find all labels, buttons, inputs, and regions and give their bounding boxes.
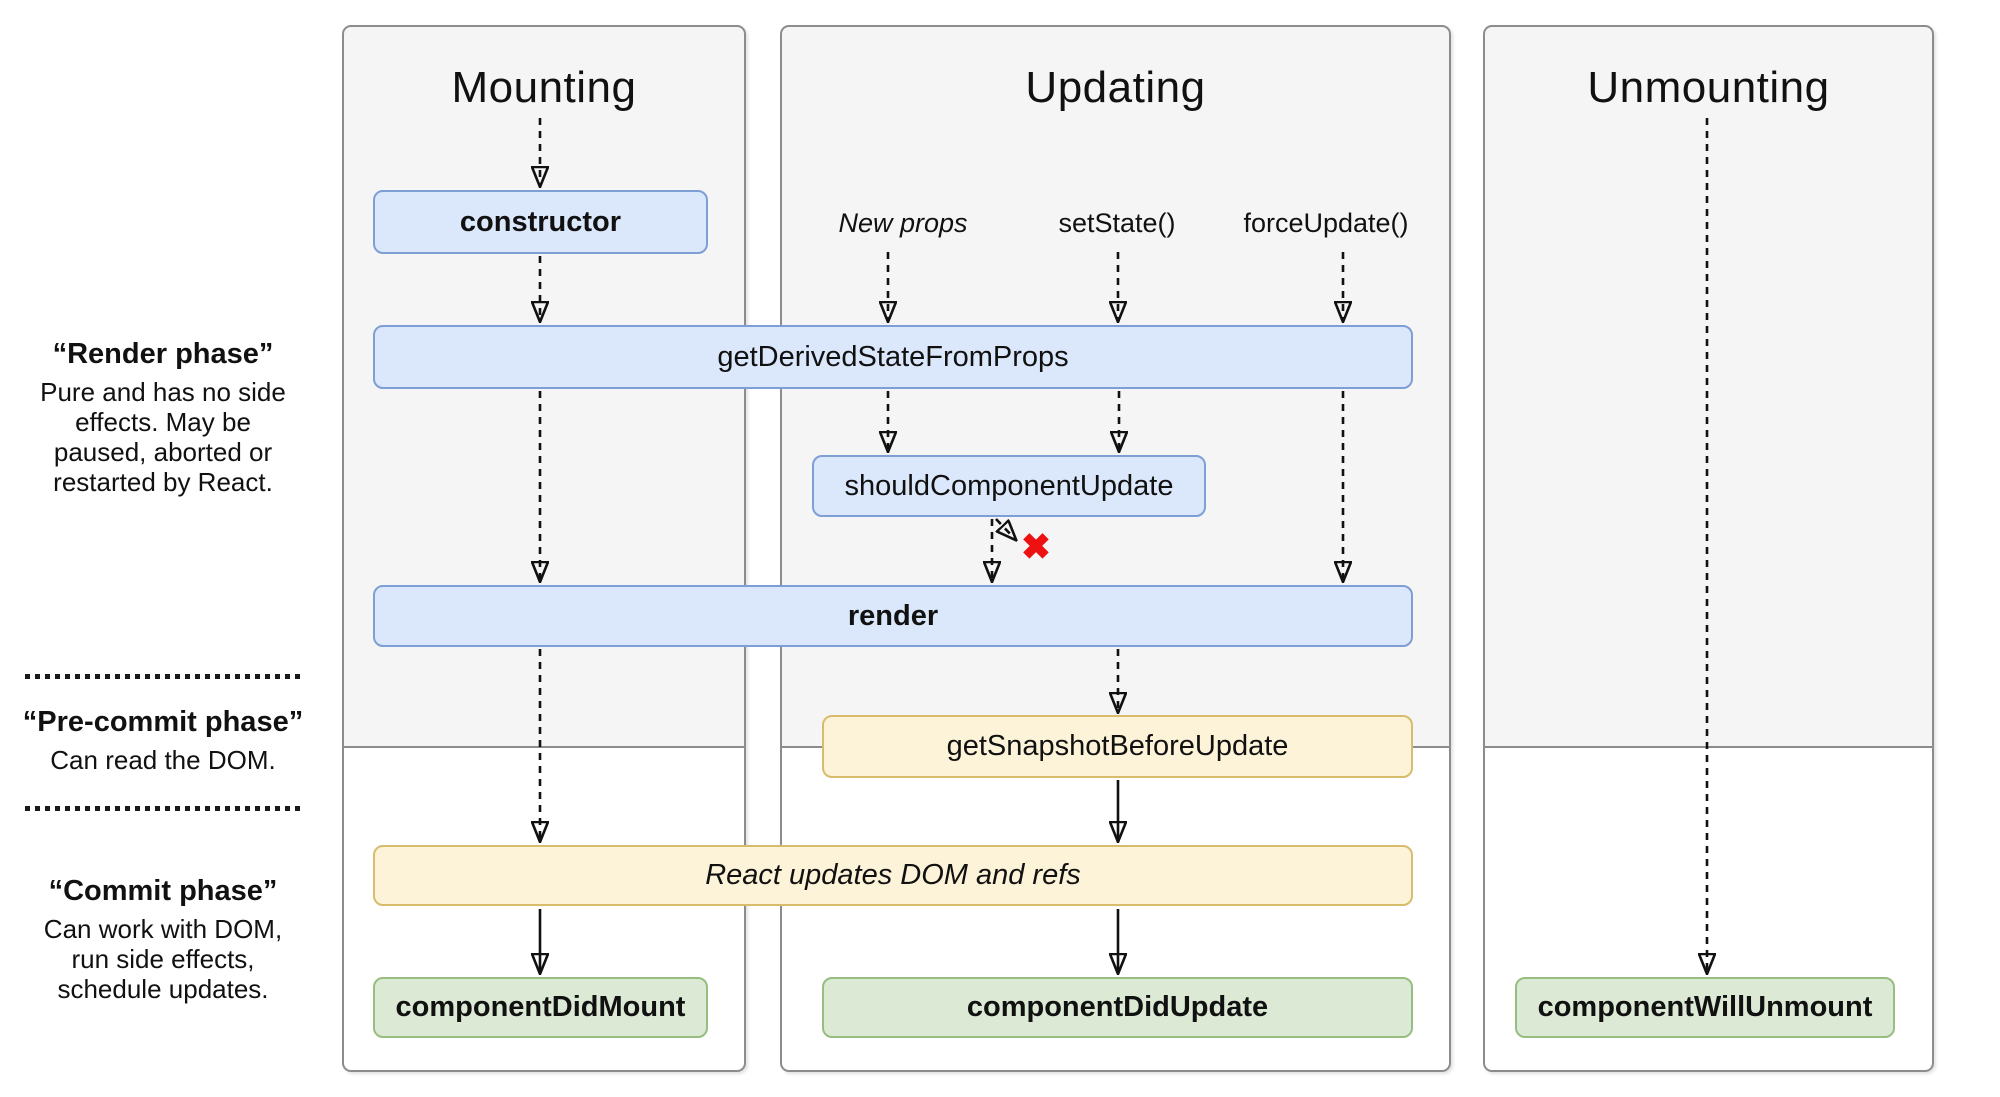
mounting-panel: Mounting <box>342 25 746 1072</box>
updating-panel-title: Updating <box>1025 63 1206 112</box>
unmounting-panel: Unmounting <box>1483 25 1934 1072</box>
render-box: render <box>373 585 1413 647</box>
commit-phase-desc-line: Can work with DOM, <box>43 914 283 944</box>
componentwillunmount-box: componentWillUnmount <box>1515 977 1895 1038</box>
commit-phase-desc-line: run side effects, <box>71 944 255 974</box>
render-phase-desc-line: paused, aborted or <box>53 437 273 467</box>
render-phase-title: “Render phase” <box>52 338 274 370</box>
render-phase-desc-line: effects. May be <box>75 407 251 437</box>
new-props-label: New props <box>838 208 968 238</box>
skip-x-icon: ✖ <box>1020 526 1052 567</box>
render-phase-desc-line: restarted by React. <box>53 467 273 497</box>
mounting-panel-title: Mounting <box>451 63 637 112</box>
updating-panel: Updating <box>780 25 1451 1072</box>
shouldcomponentupdate-box: shouldComponentUpdate <box>812 455 1206 517</box>
setstate-label: setState() <box>1058 208 1176 238</box>
phase-separator <box>25 674 303 679</box>
react-updates-dom-box: React updates DOM and refs <box>373 845 1413 906</box>
componentdidupdate-box: componentDidUpdate <box>822 977 1413 1038</box>
unmounting-panel-title: Unmounting <box>1587 63 1830 112</box>
precommit-phase-note: “Pre-commit phase” Can read the DOM. <box>13 706 313 775</box>
phase-boundary-line <box>344 746 744 748</box>
phase-separator <box>25 806 303 811</box>
constructor-box: constructor <box>373 190 708 254</box>
commit-phase-title: “Commit phase” <box>48 875 278 907</box>
componentdidmount-box: componentDidMount <box>373 977 708 1038</box>
precommit-phase-title: “Pre-commit phase” <box>22 706 304 738</box>
render-phase-note: “Render phase” Pure and has no side effe… <box>13 338 313 497</box>
forceupdate-label: forceUpdate() <box>1243 208 1409 238</box>
phase-boundary-line <box>1485 746 1932 748</box>
commit-phase-desc-line: schedule updates. <box>57 974 269 1004</box>
commit-phase-note: “Commit phase” Can work with DOM, run si… <box>13 875 313 1004</box>
getderivedstatefromprops-box: getDerivedStateFromProps <box>373 325 1413 389</box>
render-phase-desc-line: Pure and has no side <box>40 377 286 407</box>
precommit-phase-desc-line: Can read the DOM. <box>50 745 276 775</box>
getsnapshotbeforeupdate-box: getSnapshotBeforeUpdate <box>822 715 1413 778</box>
